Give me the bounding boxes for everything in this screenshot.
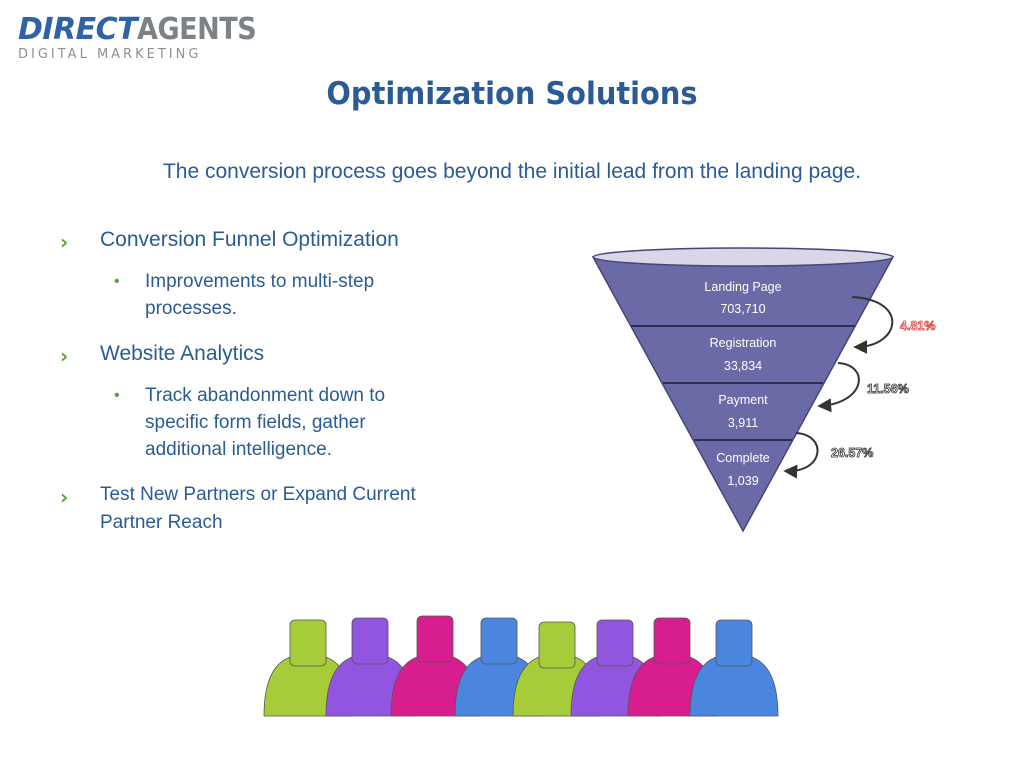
sub-bullet-item: • Track abandonment down to specific for… xyxy=(114,382,435,463)
conversion-funnel: Landing Page 703,710 Registration 33,834… xyxy=(591,247,936,533)
chevron-right-icon: › xyxy=(60,344,69,368)
sub-bullet-item: • Improvements to multi-step processes. xyxy=(114,268,435,322)
conversion-rate: 4.81% xyxy=(900,319,935,333)
page-subtitle: The conversion process goes beyond the i… xyxy=(162,160,862,183)
people-illustration xyxy=(263,615,779,717)
bullet-text: Website Analytics xyxy=(100,342,265,365)
bullet-item: › Test New Partners or Expand Current Pa… xyxy=(58,481,468,537)
funnel-rim xyxy=(592,247,894,267)
bullet-text: Test New Partners or Expand Current Part… xyxy=(100,484,416,533)
sub-bullet-text: Improvements to multi-step processes. xyxy=(145,271,375,319)
conversion-rate: 26.57% xyxy=(831,446,873,460)
funnel-stage-value: 703,710 xyxy=(720,302,765,316)
logo-tagline: DIGITAL MARKETING xyxy=(18,47,202,62)
bullet-item: › Conversion Funnel Optimization xyxy=(58,226,468,254)
bullet-dot-icon: • xyxy=(114,273,120,290)
logo: DIRECTAGENTS DIGITAL MARKETING xyxy=(18,12,257,63)
conversion-arrow xyxy=(851,296,894,354)
page-title: Optimization Solutions xyxy=(326,76,698,112)
logo-word-agents: AGENTS xyxy=(137,12,257,47)
bullet-list: › Conversion Funnel Optimization • Impro… xyxy=(58,226,468,537)
bullet-text: Conversion Funnel Optimization xyxy=(100,228,399,251)
bullet-item: › Website Analytics xyxy=(58,340,468,368)
chevron-right-icon: › xyxy=(60,485,69,509)
conversion-rate: 11.56% xyxy=(867,382,909,396)
bullet-dot-icon: • xyxy=(114,387,120,404)
funnel-stage-value: 1,039 xyxy=(727,474,758,488)
logo-word-direct: DIRECT xyxy=(18,12,138,47)
funnel-stage-value: 3,911 xyxy=(728,416,758,430)
chevron-right-icon: › xyxy=(60,230,69,254)
funnel-stage-label: Landing Page xyxy=(704,280,781,294)
funnel-stage-label: Complete xyxy=(716,451,770,465)
funnel-stage-label: Payment xyxy=(718,393,768,407)
conversion-arrow xyxy=(817,362,860,413)
logo-wordmark: DIRECTAGENTS xyxy=(18,12,257,47)
person-icon xyxy=(689,619,779,717)
conversion-arrow xyxy=(783,432,819,479)
funnel-stage-value: 33,834 xyxy=(724,359,762,373)
funnel-stage-label: Registration xyxy=(710,336,777,350)
sub-bullet-text: Track abandonment down to specific form … xyxy=(145,385,386,460)
